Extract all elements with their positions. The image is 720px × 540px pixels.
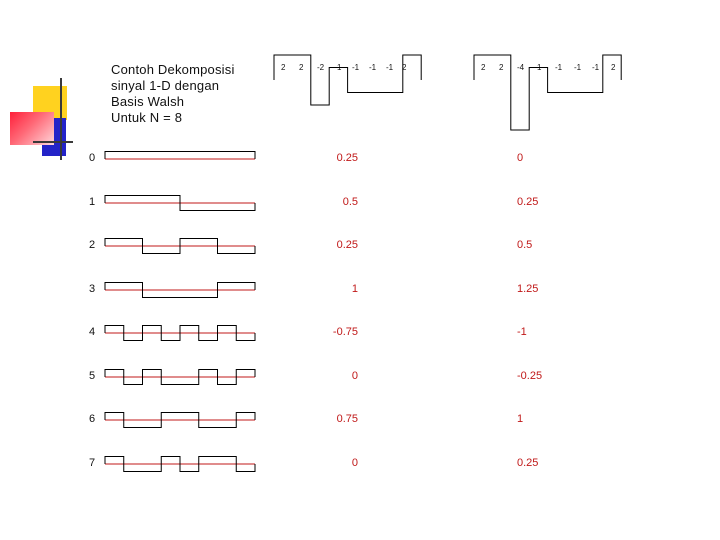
walsh-basis-5 [105, 370, 255, 385]
walsh-basis-0 [105, 152, 255, 160]
walsh-basis-3 [105, 283, 255, 298]
signal-waveforms [274, 55, 621, 130]
output-signal-waveform-path [474, 55, 621, 130]
output-signal-waveform [474, 55, 621, 130]
input-signal-waveform-path [274, 55, 421, 105]
walsh-basis-4 [105, 326, 255, 341]
basis-waveform [105, 152, 255, 160]
walsh-basis-2 [105, 239, 255, 254]
input-signal-waveform [274, 55, 421, 105]
walsh-basis-7 [105, 457, 255, 472]
walsh-basis-waveforms [105, 152, 255, 472]
walsh-basis-6 [105, 413, 255, 428]
walsh-basis-1 [105, 196, 255, 211]
